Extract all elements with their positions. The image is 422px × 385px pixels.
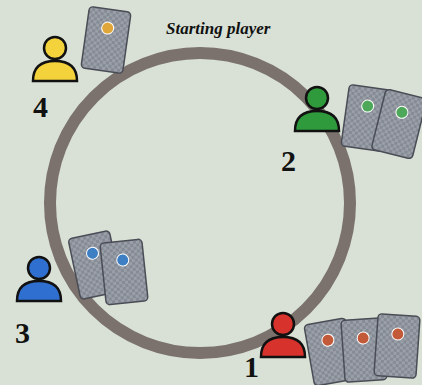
player-number: 3: [15, 318, 30, 348]
card: [100, 239, 148, 305]
player-figure: [261, 313, 305, 357]
starting-player-note: Starting player: [166, 20, 270, 37]
player-number: 2: [281, 146, 296, 176]
card: [371, 89, 422, 159]
player-figure: [295, 87, 339, 131]
player-number: 1: [244, 352, 259, 382]
card: [81, 6, 131, 73]
player-number: 4: [33, 92, 48, 122]
player-figure: [33, 37, 77, 81]
turn-ring: [50, 53, 350, 353]
player-figure: [17, 257, 61, 301]
card: [374, 314, 420, 379]
